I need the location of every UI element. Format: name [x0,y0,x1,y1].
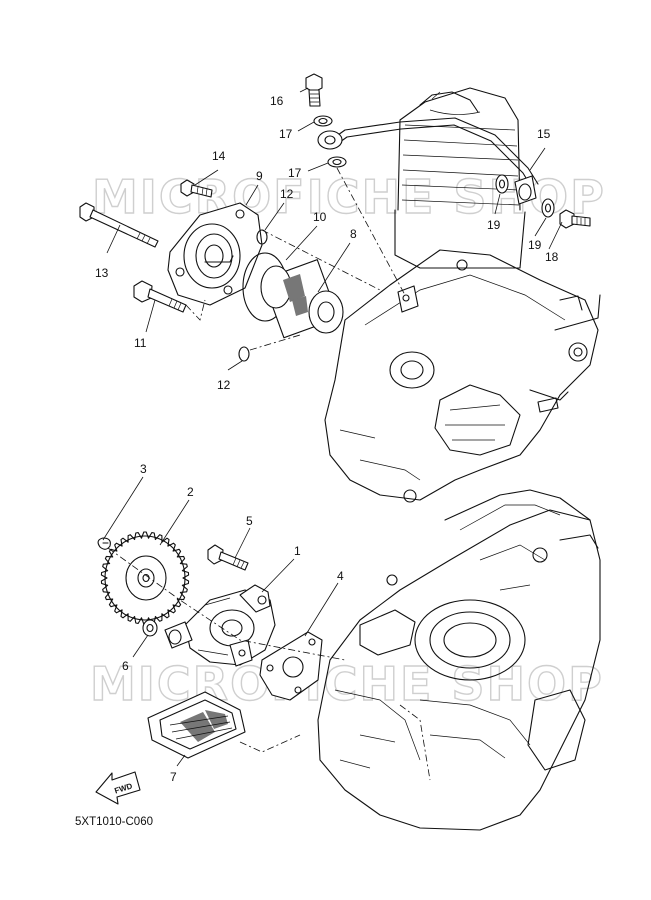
callout-17-upper: 17 [279,127,293,141]
oil-pump-gear [100,531,190,625]
callout-19-left: 19 [487,218,501,232]
union-bolt-16 [305,73,323,107]
bolt-5 [207,544,249,571]
diagram-code: 5XT1010-C060 [75,816,153,828]
callout-13: 13 [95,266,109,280]
oil-delivery-pipe [317,117,539,205]
collar-6 [142,619,158,637]
callout-14: 14 [212,149,226,163]
engine-upper-outline [324,87,601,503]
callout-11: 11 [134,336,147,350]
circlip-3 [97,537,111,550]
callout-15: 15 [537,127,551,141]
union-bolt-18 [559,209,591,229]
forward-direction-arrow: FWD [95,771,141,805]
callout-16: 16 [270,94,284,108]
callout-8: 8 [350,227,357,241]
callout-4: 4 [337,569,344,583]
gasket-4 [259,631,323,701]
callout-17-lower: 17 [288,166,302,180]
oil-filter-element [260,259,344,339]
pipe-centerline [336,167,406,296]
callout-7: 7 [170,770,177,784]
callout-1: 1 [294,544,301,558]
bolt-11 [133,280,187,313]
bolt-14 [180,179,213,198]
bolt-13 [79,202,159,248]
pump-centerline [107,547,346,661]
o-ring-12-b [238,346,250,362]
copper-washer-17-a [313,115,333,127]
callout-3: 3 [140,462,147,476]
oil-strainer-7 [147,691,246,759]
engine-lower-outline [317,489,601,831]
callout-5: 5 [246,514,253,528]
callout-18: 18 [545,250,559,264]
strainer-centerline [239,734,301,753]
washer-19-b [541,198,555,218]
callout-2: 2 [187,485,194,499]
callout-9: 9 [256,169,263,183]
callout-19-right: 19 [528,238,542,252]
oil-filter-cover [167,202,263,306]
callout-6: 6 [122,659,129,673]
oil-pump-assembly [164,584,276,667]
callout-10: 10 [313,210,327,224]
filter-centerlines [185,229,381,351]
callout-12-upper: 12 [280,187,294,201]
callout-12-lower: 12 [217,378,231,392]
copper-washer-17-b [327,156,347,168]
watermark-bottom: MICROFICHE SHOP [90,657,604,711]
washer-19-a [495,174,509,194]
leader-lines [102,87,563,767]
